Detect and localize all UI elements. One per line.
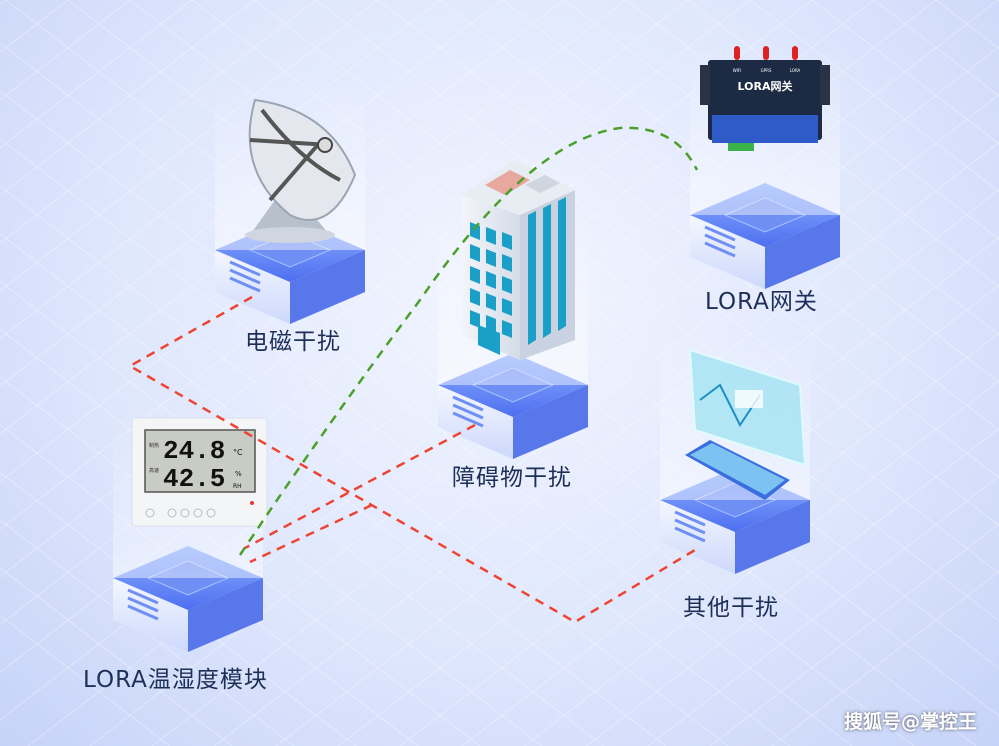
label-sensor: LORA温湿度模块 (83, 667, 268, 693)
lora-gateway-device: WIFI GPRS LORA LORA网关 (700, 46, 830, 151)
building-icon (462, 160, 575, 360)
antenna-label: LORA (790, 68, 801, 73)
lora-signal-path (238, 126, 699, 556)
label-gateway: LORA网关 (705, 289, 818, 315)
antenna-label: GPRS (761, 68, 772, 73)
building-window (486, 227, 496, 245)
hum-unit-rh: RH (233, 483, 242, 490)
interference-path-obstacle (244, 423, 476, 550)
interference-path-emi (127, 295, 696, 624)
building-window (486, 315, 496, 333)
building-window (486, 293, 496, 311)
satellite-dish-icon (245, 98, 357, 243)
building-window (470, 244, 480, 262)
humidity-value: 42.5 (163, 464, 225, 494)
building-window (543, 204, 551, 338)
antenna-label: WIFI (733, 68, 742, 73)
building-window (470, 310, 480, 328)
building-window (502, 320, 512, 338)
label-other: 其他干扰 (683, 595, 779, 621)
building-window (558, 197, 566, 331)
building-window (502, 232, 512, 250)
temp-unit: °C (233, 448, 243, 457)
building-window (502, 276, 512, 294)
building-window (502, 298, 512, 316)
temperature-humidity-sensor: 制热 高速 24.8 42.5 °C % RH (131, 417, 268, 527)
building-window (486, 271, 496, 289)
temp-tag: 制热 (149, 442, 159, 449)
building-window (470, 288, 480, 306)
hum-unit: % (235, 470, 242, 478)
building-window (470, 266, 480, 284)
gateway-title: LORA网关 (738, 79, 793, 93)
building-window (486, 249, 496, 267)
temperature-value: 24.8 (163, 436, 225, 466)
label-obstacle: 障碍物干扰 (452, 465, 572, 491)
computer-icon (685, 348, 807, 500)
label-emi: 电磁干扰 (245, 329, 341, 355)
building-window (502, 254, 512, 272)
watermark: 搜狐号@掌控王 (843, 711, 977, 733)
hum-tag: 高速 (149, 467, 159, 474)
interference-path-other (249, 503, 373, 564)
building-window (528, 211, 536, 345)
